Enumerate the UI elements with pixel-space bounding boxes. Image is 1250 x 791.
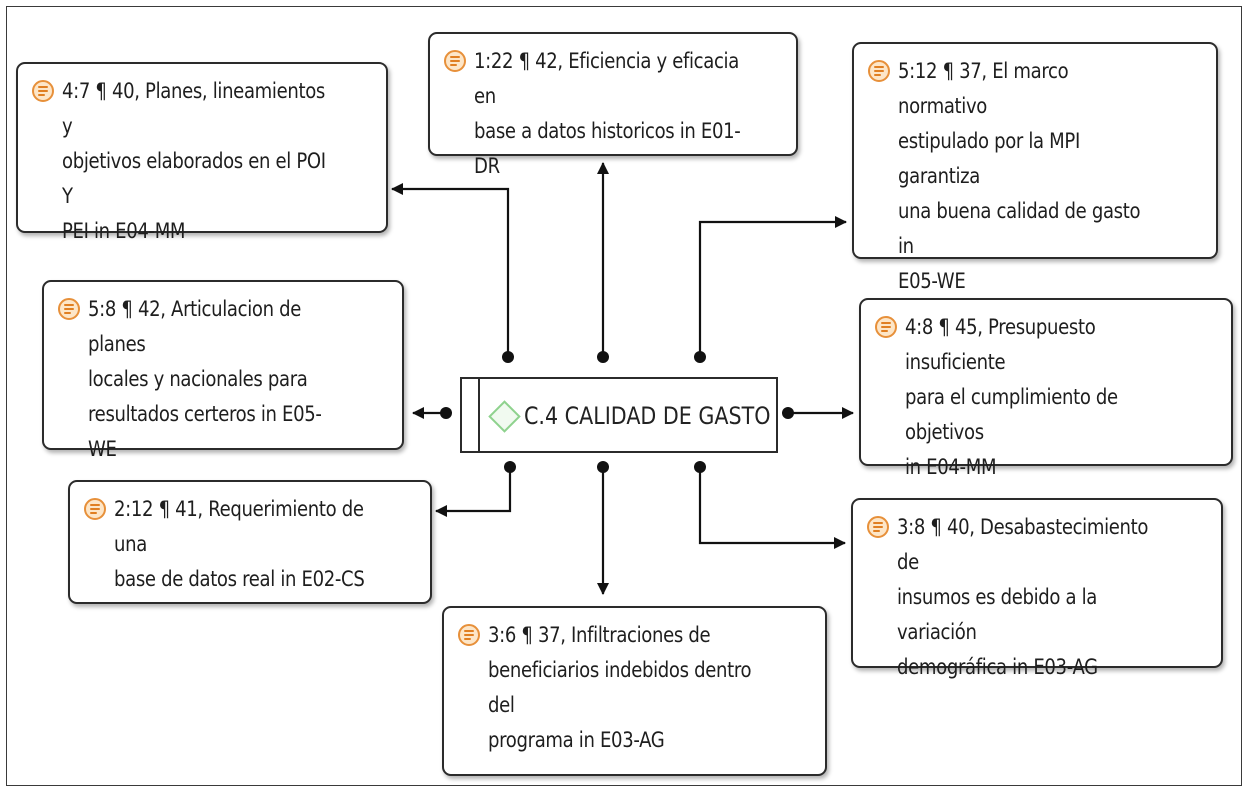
quote-node[interactable]: 2:12 ¶ 41, Requerimiento de una base de … [68,480,432,604]
quote-text: 4:8 ¶ 45, Presupuesto insuficiente para … [905,315,1118,479]
code-node-label: C.4 CALIDAD DE GASTO [524,402,771,430]
link-to-q-2-12 [435,467,512,517]
link-origin-dot [694,461,706,473]
link-origin-dot [597,461,609,473]
code-node[interactable]: C.4 CALIDAD DE GASTO [460,377,778,453]
link-origin-dot [782,407,794,419]
quote-node[interactable]: 5:12 ¶ 37, El marco normativo estipulado… [852,42,1218,293]
quote-text: 1:22 ¶ 42, Eficiencia y eficacia en base… [474,49,741,178]
quote-node[interactable]: 1:22 ¶ 42, Eficiencia y eficacia en base… [428,32,798,178]
quote-text: 3:8 ¶ 40, Desabastecimiento de insumos e… [897,515,1149,679]
quotation-icon [444,50,466,72]
quote-node[interactable]: 3:8 ¶ 40, Desabastecimiento de insumos e… [851,498,1223,679]
quote-node[interactable]: 4:7 ¶ 40, Planes, lineamientos y objetiv… [16,62,388,243]
quotation-icon [84,498,106,520]
quotation-icon [867,516,889,538]
quote-node[interactable]: 5:8 ¶ 42, Articulacion de planes locales… [42,280,404,461]
link-to-q-3-8 [698,467,846,549]
quote-node[interactable]: 3:6 ¶ 37, Infiltraciones de beneficiario… [442,606,827,776]
quotation-icon [875,316,897,338]
quotation-icon [868,60,890,82]
diagram-frame [6,6,1242,786]
link-to-q-4-7 [391,183,510,357]
quote-text: 5:12 ¶ 37, El marco normativo estipulado… [898,59,1141,293]
link-origin-dot [597,351,609,363]
quote-node[interactable]: 4:8 ¶ 45, Presupuesto insuficiente para … [859,298,1233,479]
code-diamond-icon [488,400,521,433]
link-to-q-5-12 [698,216,847,357]
quote-text: 5:8 ¶ 42, Articulacion de planes locales… [88,297,322,461]
quote-text: 4:7 ¶ 40, Planes, lineamientos y objetiv… [62,79,326,243]
link-origin-dot [694,351,706,363]
quote-text: 3:6 ¶ 37, Infiltraciones de beneficiario… [488,623,752,752]
quote-text: 2:12 ¶ 41, Requerimiento de una base de … [114,497,365,591]
link-origin-dot [502,351,514,363]
link-origin-dot [440,407,452,419]
code-node-bar [478,379,480,451]
quotation-icon [32,80,54,102]
quotation-icon [458,624,480,646]
link-origin-dot [504,461,516,473]
quotation-icon [58,298,80,320]
